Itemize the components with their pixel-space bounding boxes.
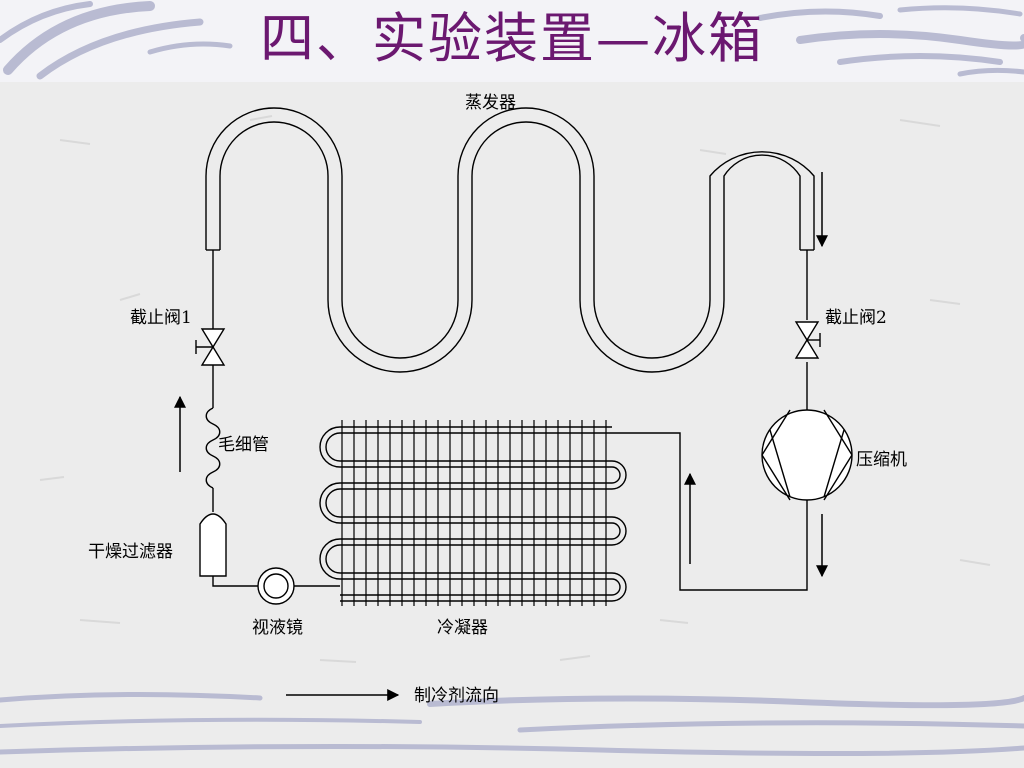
flow-arrows (174, 172, 828, 701)
compressor (761, 409, 853, 501)
footer-swirl-decoration (0, 691, 1024, 757)
capillary-tube (205, 407, 221, 489)
valve-1-label: 截止阀1 (130, 308, 192, 328)
header-swirl-decoration (0, 1, 1024, 80)
evaporator-coil (205, 107, 815, 373)
slide-title: 四、实验装置—冰箱 (260, 7, 764, 70)
condenser-fins (341, 420, 607, 606)
condenser-label: 冷凝器 (437, 618, 488, 638)
compressor-label: 压缩机 (856, 450, 907, 470)
sight-glass-label: 视液镜 (252, 618, 303, 638)
shutoff-valve-1 (195, 328, 226, 366)
sight-glass (257, 567, 295, 605)
shutoff-valve-2 (794, 321, 821, 359)
paper-texture-marks (39, 115, 991, 663)
drier-filter-label: 干燥过滤器 (88, 542, 173, 562)
evaporator-label: 蒸发器 (465, 93, 516, 113)
capillary-label: 毛细管 (218, 435, 269, 455)
condenser-tube (319, 426, 627, 602)
drier-filter (199, 513, 227, 577)
flow-legend-label: 制冷剂流向 (414, 686, 499, 706)
valve-2-label: 截止阀2 (825, 308, 887, 328)
